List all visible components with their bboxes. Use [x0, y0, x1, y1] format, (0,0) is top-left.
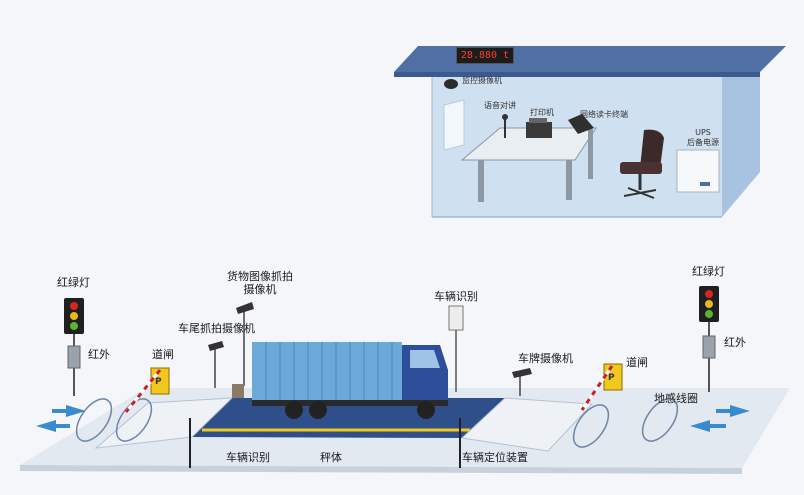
plate-camera-icon: [512, 368, 532, 378]
label-ground-coil: 地感线圈: [654, 392, 698, 405]
card-reader-icon: [568, 114, 594, 134]
label-ups: UPS 后备电源: [687, 128, 719, 147]
label-left-infrared: 红外: [88, 348, 110, 361]
arrow-left-in: [36, 420, 70, 432]
junction-box: [232, 384, 244, 398]
label-scale-body: 秤体: [320, 451, 342, 464]
roof: [394, 46, 786, 72]
label-left-barrier: 道闸: [152, 348, 174, 361]
ground-coil-3: [572, 404, 610, 448]
left-equipment: P: [64, 298, 254, 413]
ground-coil-1: [75, 398, 113, 442]
desk: [460, 127, 597, 161]
svg-text:P: P: [155, 377, 162, 387]
window: [443, 99, 465, 151]
office-chair-icon: [640, 129, 664, 168]
ground-coil-2: [115, 398, 153, 442]
label-camera: 监控摄像机: [462, 76, 502, 85]
label-positioning-device: 车辆定位装置: [462, 451, 528, 464]
truck: [252, 342, 448, 419]
label-reader: 网络读卡终端: [580, 110, 628, 119]
container: [252, 342, 402, 402]
arrow-right-out: [716, 405, 750, 417]
vehicle-recognition-unit: [448, 305, 464, 331]
right-ramp: [460, 397, 594, 452]
label-cargo-camera: 货物图像抓拍 摄像机: [227, 270, 293, 296]
infrared-sensor-right: [702, 335, 716, 359]
label-vehicle-recognition-top: 车辆识别: [434, 290, 478, 303]
label-plate-camera: 车牌摄像机: [518, 352, 573, 365]
control-room: [394, 46, 786, 218]
label-right-infrared: 红外: [724, 336, 746, 349]
room-side-wall: [722, 77, 760, 217]
wheel-1: [285, 401, 303, 419]
label-vehicle-recognition-bottom: 车辆识别: [226, 451, 270, 464]
weight-display: 28.880 t: [456, 47, 514, 64]
label-left-light: 红绿灯: [57, 276, 90, 289]
weighing-site: [20, 388, 790, 474]
printer-icon: [526, 122, 552, 138]
infrared-sensor-left: [67, 345, 81, 369]
ups-icon: [676, 149, 720, 193]
ground-coil-4: [641, 398, 679, 442]
wheel-3: [417, 401, 435, 419]
wheel-2: [309, 401, 327, 419]
svg-text:P: P: [608, 373, 615, 383]
label-printer: 打印机: [530, 108, 554, 117]
rear-camera-icon: [208, 341, 224, 351]
arrow-right-in: [690, 420, 726, 432]
label-right-barrier: 道闸: [626, 356, 648, 369]
label-rear-camera: 车尾抓拍摄像机: [178, 322, 255, 335]
dome-camera-icon: [444, 79, 458, 89]
right-equipment: P: [448, 286, 719, 411]
cargo-camera-icon: [236, 302, 254, 314]
arrow-left-out: [52, 405, 86, 417]
label-right-light: 红绿灯: [692, 265, 725, 278]
label-voice: 语音对讲: [484, 101, 516, 110]
